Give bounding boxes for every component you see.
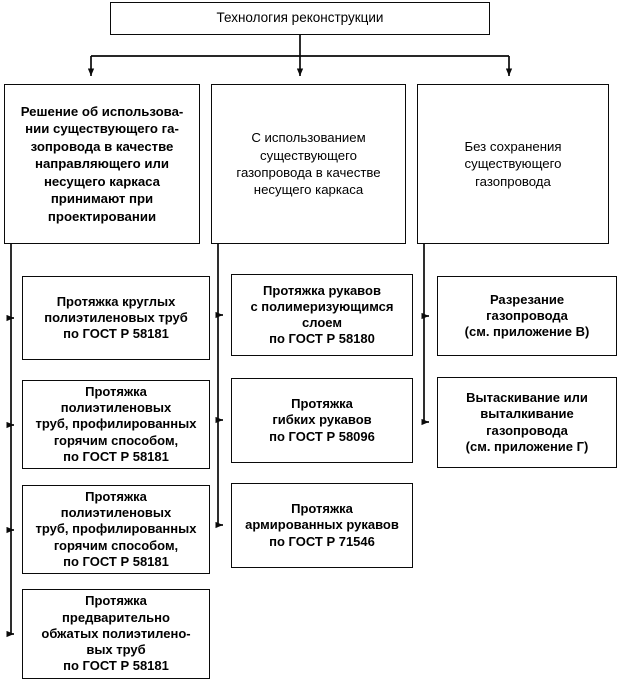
leaf-label-reinforced-hoses: Протяжка армированных рукавов по ГОСТ Р … bbox=[245, 501, 399, 549]
leaf-label-pre-compressed-pe-pipes: Протяжка предварительно обжатых полиэтил… bbox=[41, 593, 191, 674]
diagram-title-box: Технология реконструкции bbox=[110, 2, 490, 35]
leaf-label-round-pe-pipes: Протяжка круглых полиэтиленовых труб по … bbox=[44, 293, 188, 342]
level1-label-with-existing-pipeline: С использованием существующего газопрово… bbox=[236, 130, 381, 198]
leaf-label-polymerizing-layer-hoses: Протяжка рукавов с полимеризующимся слое… bbox=[250, 282, 394, 347]
leaf-label-flexible-hoses: Протяжка гибких рукавов по ГОСТ Р 58096 bbox=[269, 396, 375, 444]
level1-box-with-existing-pipeline: С использованием существующего газопрово… bbox=[211, 84, 406, 244]
level1-label-decision: Решение об использова- нии существующего… bbox=[20, 104, 184, 224]
leaf-box-polymerizing-layer-hoses: Протяжка рукавов с полимеризующимся слое… bbox=[231, 274, 413, 356]
diagram-title-label: Технология реконструкции bbox=[216, 10, 384, 26]
leaf-box-reinforced-hoses: Протяжка армированных рукавов по ГОСТ Р … bbox=[231, 483, 413, 568]
level1-label-without-existing-pipeline: Без сохранения существующего газопровода bbox=[464, 138, 562, 189]
leaf-box-pipeline-cutting: Разрезание газопровода (см. приложение В… bbox=[437, 276, 617, 356]
leaf-label-hot-profiled-pe-pipes-1: Протяжка полиэтиленовых труб, профилиров… bbox=[35, 383, 197, 464]
leaf-box-pre-compressed-pe-pipes: Протяжка предварительно обжатых полиэтил… bbox=[22, 589, 210, 679]
leaf-box-flexible-hoses: Протяжка гибких рукавов по ГОСТ Р 58096 bbox=[231, 378, 413, 463]
leaf-box-pipeline-pulling-pushing: Вытаскивание или выталкивание газопровод… bbox=[437, 377, 617, 468]
level1-box-without-existing-pipeline: Без сохранения существующего газопровода bbox=[417, 84, 609, 244]
leaf-label-hot-profiled-pe-pipes-2: Протяжка полиэтиленовых труб, профилиров… bbox=[35, 488, 197, 569]
column3-branch-lines bbox=[421, 244, 430, 426]
column2-branch-lines bbox=[215, 244, 224, 529]
leaf-label-pipeline-pulling-pushing: Вытаскивание или выталкивание газопровод… bbox=[465, 390, 589, 454]
leaf-box-round-pe-pipes: Протяжка круглых полиэтиленовых труб по … bbox=[22, 276, 210, 360]
leaf-label-pipeline-cutting: Разрезание газопровода (см. приложение В… bbox=[464, 291, 590, 340]
leaf-box-hot-profiled-pe-pipes-1: Протяжка полиэтиленовых труб, профилиров… bbox=[22, 380, 210, 469]
leaf-box-hot-profiled-pe-pipes-2: Протяжка полиэтиленовых труб, профилиров… bbox=[22, 485, 210, 574]
column1-branch-lines bbox=[6, 244, 15, 638]
top-distribution-bus bbox=[87, 35, 513, 77]
level1-box-decision: Решение об использова- нии существующего… bbox=[4, 84, 200, 244]
